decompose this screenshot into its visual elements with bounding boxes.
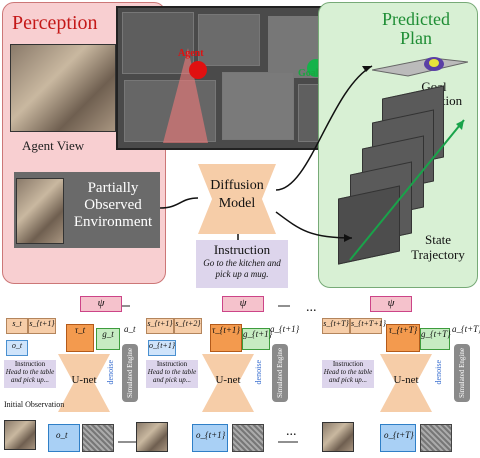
instr-small-2-text: Head to the table and pick up... <box>147 368 197 384</box>
instr-small-3-text: Head to the table and pick up... <box>323 368 373 384</box>
tau-box-3: τ_{t+T} <box>386 324 420 352</box>
state-box-3a: s_{t+T} <box>322 318 350 334</box>
unet-label-1: U-net <box>71 374 97 386</box>
goal-box-1: g_t <box>96 328 120 350</box>
noise-stack-3 <box>420 424 452 452</box>
state-box-3b: s_{t+T+1} <box>350 318 386 334</box>
obs-box-1: o_t <box>6 340 28 356</box>
instr-small-1-title: Instruction <box>14 360 46 368</box>
obs-stack-1 <box>48 424 80 452</box>
obs-stack-1-label: o_t <box>56 430 68 440</box>
partial-env-label: Partially Observed Environment <box>73 180 153 230</box>
state-box-2b: s_{t+2} <box>174 318 202 334</box>
state-box-2a: s_{t+1} <box>146 318 174 334</box>
obs-box-2: o_{t+1} <box>148 340 176 356</box>
instr-small-2: Instruction Head to the table and pick u… <box>146 360 198 388</box>
denoise-label-3: denoise <box>434 360 443 385</box>
trajectory-arrow <box>349 119 465 261</box>
agent-view-label: Agent View <box>22 138 85 153</box>
obs-stack-3 <box>380 424 416 452</box>
state-box-1a: s_t <box>6 318 28 334</box>
noise-stack-2 <box>232 424 264 452</box>
instr-small-3: Instruction Head to the table and pick u… <box>322 360 374 388</box>
ellipsis-1: ... <box>286 424 297 439</box>
initial-observation-label: Initial Observation <box>4 400 65 409</box>
noise-stack-1 <box>82 424 114 452</box>
diffusion-model-label: Diffusion Model <box>210 178 264 211</box>
state-trajectory-label: State Trajectory <box>411 232 465 262</box>
instr-small-1-text: Head to the table and pick up... <box>5 368 55 384</box>
instr-small-2-title: Instruction <box>156 360 188 368</box>
unet-label-3: U-net <box>393 374 419 386</box>
unet-label-2: U-net <box>215 374 241 386</box>
floor-map <box>116 6 358 150</box>
action-label-1: a_t <box>124 324 136 334</box>
state-box-1b: s_{t+1} <box>28 318 56 334</box>
top-arrows <box>159 65 373 242</box>
goal-box-3: g_{t+T} <box>420 328 451 350</box>
obs-stack-2 <box>192 424 228 452</box>
partial-env-thumbnail <box>16 178 64 244</box>
psi-block-1: ψ <box>80 296 122 312</box>
ellipsis-2: ... <box>306 300 317 315</box>
frame-image-2 <box>136 422 168 452</box>
denoise-label-2: denoise <box>254 360 263 385</box>
action-label-2: a_{t+1} <box>270 324 300 334</box>
sim-engine-1: Simulated Engine <box>122 344 138 402</box>
action-label-3: a_{t+T} <box>452 324 480 334</box>
map-goal-label: Goal <box>298 68 319 79</box>
psi-block-2: ψ <box>222 296 264 312</box>
map-agent-label: Agent <box>178 48 204 59</box>
agent-view-image <box>10 44 116 132</box>
obs-stack-2-label: o_{t+1} <box>196 430 226 440</box>
predicted-plan-title: Predicted Plan <box>382 9 450 48</box>
instruction-box <box>196 240 288 288</box>
goal-estimation-surface <box>372 57 468 77</box>
frame-image-3 <box>322 422 354 452</box>
psi-block-3: ψ <box>370 296 412 312</box>
instr-small-1: Instruction Head to the table and pick u… <box>4 360 56 388</box>
initial-observation-image <box>4 420 36 450</box>
goal-box-2: g_{t+1} <box>242 328 272 350</box>
denoise-label-1: denoise <box>106 360 115 385</box>
obs-stack-3-label: o_{t+T} <box>384 430 414 440</box>
sim-engine-3: Simulated Engine <box>454 344 470 402</box>
perception-title: Perception <box>12 12 98 34</box>
agent-view-cone <box>163 48 208 143</box>
tau-box-2: τ_{t+1} <box>210 324 242 352</box>
tau-box-1: τ_t <box>66 324 94 352</box>
instruction-text: Go to the kitchen and pick up a mug. <box>203 258 281 279</box>
agent-marker <box>189 61 207 79</box>
instr-small-3-title: Instruction <box>332 360 364 368</box>
sim-engine-2: Simulated Engine <box>272 344 288 402</box>
instruction-title: Instruction <box>213 242 271 257</box>
